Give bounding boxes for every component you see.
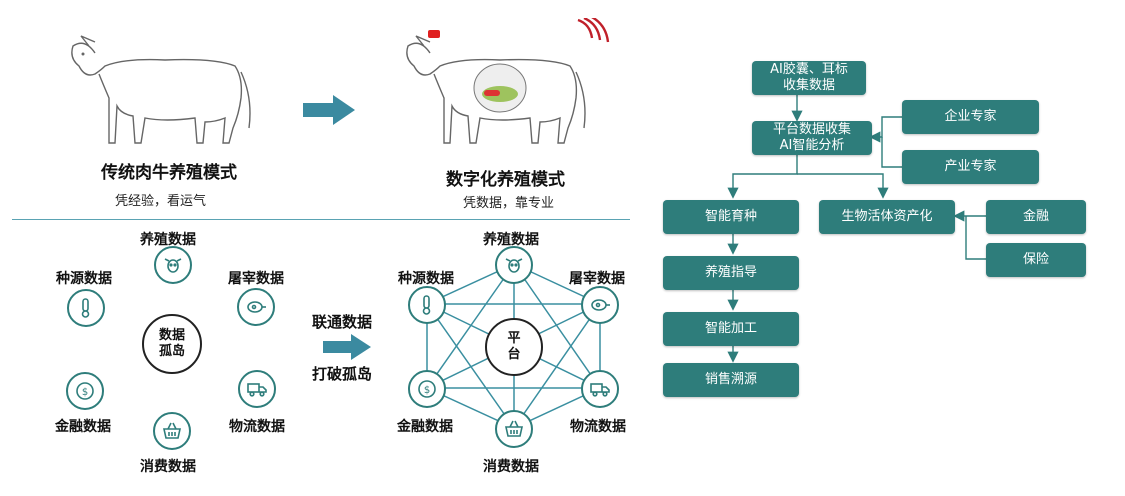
flow-analyze-box: 平台数据收集 AI智能分析 xyxy=(752,121,872,155)
thermometer-icon xyxy=(67,289,105,327)
platform-consume-label: 消费数据 xyxy=(483,459,539,475)
meat-icon xyxy=(237,288,275,326)
island-finance-label: 金融数据 xyxy=(55,419,111,435)
thermometer-icon xyxy=(408,286,446,324)
island-slaughter-label: 屠宰数据 xyxy=(228,271,284,287)
flowchart-connectors xyxy=(727,95,986,363)
flow-guidance-label: 养殖指导 xyxy=(704,265,757,280)
truck-icon xyxy=(238,370,276,408)
right-arrow-icon xyxy=(303,95,355,125)
flow-finance-box: 金融 xyxy=(986,200,1086,234)
section-divider xyxy=(12,219,630,220)
platform-slaughter-label: 屠宰数据 xyxy=(569,271,625,287)
coin-icon: $ xyxy=(408,370,446,408)
island-logistics-label: 物流数据 xyxy=(229,419,285,435)
data-island-hub-label: 数据 孤岛 xyxy=(158,328,185,359)
basket-icon xyxy=(153,412,191,450)
cow-icon xyxy=(495,246,533,284)
flow-enterprise-expert-box: 企业专家 xyxy=(902,100,1039,134)
flow-processing-label: 智能加工 xyxy=(704,321,757,336)
coin-icon: $ xyxy=(66,372,104,410)
platform-hub: 平 台 xyxy=(485,318,543,376)
flow-bio-asset-label: 生物活体资产化 xyxy=(841,209,933,224)
right-arrow-icon xyxy=(323,334,371,360)
flow-breeding-label: 智能育种 xyxy=(704,209,757,224)
platform-hub-label: 平 台 xyxy=(507,331,521,362)
cow-illustration-digital xyxy=(406,35,586,144)
platform-breeding-label: 养殖数据 xyxy=(483,232,539,248)
flow-insurance-label: 保险 xyxy=(1022,252,1049,267)
data-island-hub: 数据 孤岛 xyxy=(142,314,202,374)
flow-collect-label: AI胶囊、耳标 收集数据 xyxy=(770,62,848,93)
flow-bio-asset-box: 生物活体资产化 xyxy=(819,200,955,234)
platform-logistics-label: 物流数据 xyxy=(570,419,626,435)
flow-industry-expert-box: 产业专家 xyxy=(902,150,1039,184)
flow-breeding-box: 智能育种 xyxy=(663,200,799,234)
cow-illustration-traditional xyxy=(71,35,251,144)
platform-finance-label: 金融数据 xyxy=(397,419,453,435)
cow-icon xyxy=(154,246,192,284)
traditional-title: 传统肉牛养殖模式 xyxy=(101,163,237,183)
digital-title: 数字化养殖模式 xyxy=(446,170,565,190)
truck-icon xyxy=(581,370,619,408)
flow-collect-box: AI胶囊、耳标 收集数据 xyxy=(752,61,866,95)
flow-traceability-box: 销售溯源 xyxy=(663,363,799,397)
meat-icon xyxy=(581,286,619,324)
tag-icon xyxy=(428,30,440,38)
flow-guidance-box: 养殖指导 xyxy=(663,256,799,290)
flow-processing-box: 智能加工 xyxy=(663,312,799,346)
flow-finance-label: 金融 xyxy=(1022,209,1049,224)
flow-insurance-box: 保险 xyxy=(986,243,1086,277)
signal-icon xyxy=(577,18,610,43)
flow-traceability-label: 销售溯源 xyxy=(704,372,757,387)
flow-industry-expert-label: 产业专家 xyxy=(944,159,997,174)
flow-enterprise-expert-label: 企业专家 xyxy=(944,109,997,124)
island-consume-label: 消费数据 xyxy=(140,459,196,475)
basket-icon xyxy=(495,410,533,448)
island-seed-label: 种源数据 xyxy=(56,271,112,287)
flow-analyze-label: 平台数据收集 AI智能分析 xyxy=(772,122,851,153)
platform-seed-label: 种源数据 xyxy=(398,271,454,287)
svg-text:$: $ xyxy=(424,385,430,396)
traditional-subtitle: 凭经验，看运气 xyxy=(115,194,207,209)
island-breeding-label: 养殖数据 xyxy=(140,232,196,248)
svg-text:$: $ xyxy=(82,387,88,398)
digital-subtitle: 凭数据，靠专业 xyxy=(463,196,555,211)
connect-data-label: 联通数据 xyxy=(312,313,373,331)
break-island-label: 打破孤岛 xyxy=(312,365,373,383)
